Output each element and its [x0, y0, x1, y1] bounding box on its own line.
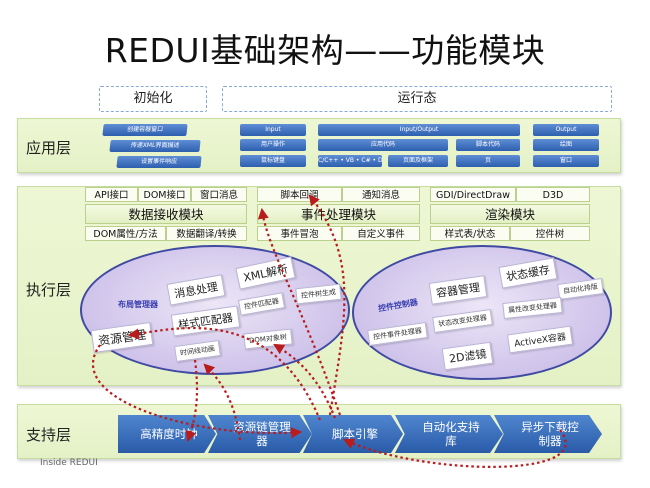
phase-init: 初始化 — [99, 86, 207, 112]
runtime-bar-pages: 页面及框架 — [388, 155, 448, 167]
phase-init-label: 初始化 — [133, 91, 173, 106]
runtime-bar-page: 页 — [456, 155, 520, 167]
runtime-bar-mouse: 鼠标键盘 — [240, 155, 306, 167]
support-layer-label: 支持层 — [26, 426, 72, 444]
support-hi-res-clock: 高精度时钟 — [118, 415, 216, 453]
page-title: REDUI基础架构——功能模块 — [104, 31, 546, 70]
stylesheet-state-cell: 样式表/状态 — [430, 226, 510, 241]
runtime-bar-app-code: 应用代码 — [318, 139, 448, 151]
support-resource-chain: 资源链管理器 — [208, 415, 312, 453]
support-async-download-label: 异步下载控制器 — [521, 420, 579, 448]
support-script-engine-label: 脚本引擎 — [332, 427, 378, 441]
gdi-directdraw-cell: GDI/DirectDraw — [430, 187, 516, 202]
runtime-bar-draw: 绘图 — [533, 139, 599, 151]
app-layer-label: 应用层 — [26, 139, 72, 157]
phase-runtime-label: 运行态 — [397, 91, 437, 106]
phase-runtime: 运行态 — [222, 86, 612, 112]
support-script-engine: 脚本引擎 — [303, 415, 403, 453]
support-automation-lib: 自动化支持库 — [395, 415, 503, 453]
control-tree-cell: 控件树 — [510, 226, 590, 241]
runtime-bar-input-output: Input/Output — [318, 124, 520, 136]
exec-layer-label: 执行层 — [26, 281, 72, 299]
event-bubble-cell: 事件冒泡 — [257, 226, 342, 241]
runtime-bar-input: Input — [240, 124, 306, 136]
footer-text: Inside REDUI — [40, 458, 98, 468]
init-bar-3: 设置事件响应 — [116, 156, 202, 168]
runtime-bar-langs: C/C++ • VB • C# • DELPHI — [318, 155, 382, 167]
event-handle-module: 事件处理模块 — [257, 204, 420, 224]
api-interface-cell: API接口 — [85, 187, 138, 202]
render-module: 渲染模块 — [430, 204, 590, 224]
support-hi-res-clock-label: 高精度时钟 — [140, 427, 198, 441]
data-translate-cell: 数据翻译/转换 — [166, 226, 247, 241]
window-message-cell: 窗口消息 — [191, 187, 247, 202]
runtime-bar-window: 窗口 — [533, 155, 599, 167]
init-bar-2: 传递XML界面描述 — [109, 140, 201, 152]
custom-event-cell: 自定义事件 — [342, 226, 420, 241]
support-async-download: 异步下载控制器 — [494, 415, 602, 453]
notify-message-cell: 通知消息 — [342, 187, 420, 202]
init-bar-1: 创建容器窗口 — [102, 124, 188, 136]
data-receive-module: 数据接收模块 — [85, 204, 247, 224]
support-resource-chain-label: 资源链管理器 — [233, 420, 291, 448]
script-callback-cell: 脚本回调 — [257, 187, 342, 202]
layout-manager-caption: 布局管理器 — [118, 300, 158, 309]
runtime-bar-user-op: 用户操作 — [240, 139, 306, 151]
runtime-bar-script-code: 脚本代码 — [456, 139, 520, 151]
dom-attr-cell: DOM属性/方法 — [85, 226, 166, 241]
runtime-bar-output: Output — [533, 124, 599, 136]
dom-interface-cell: DOM接口 — [138, 187, 191, 202]
support-automation-lib-label: 自动化支持库 — [422, 420, 480, 448]
d3d-cell: D3D — [516, 187, 590, 202]
